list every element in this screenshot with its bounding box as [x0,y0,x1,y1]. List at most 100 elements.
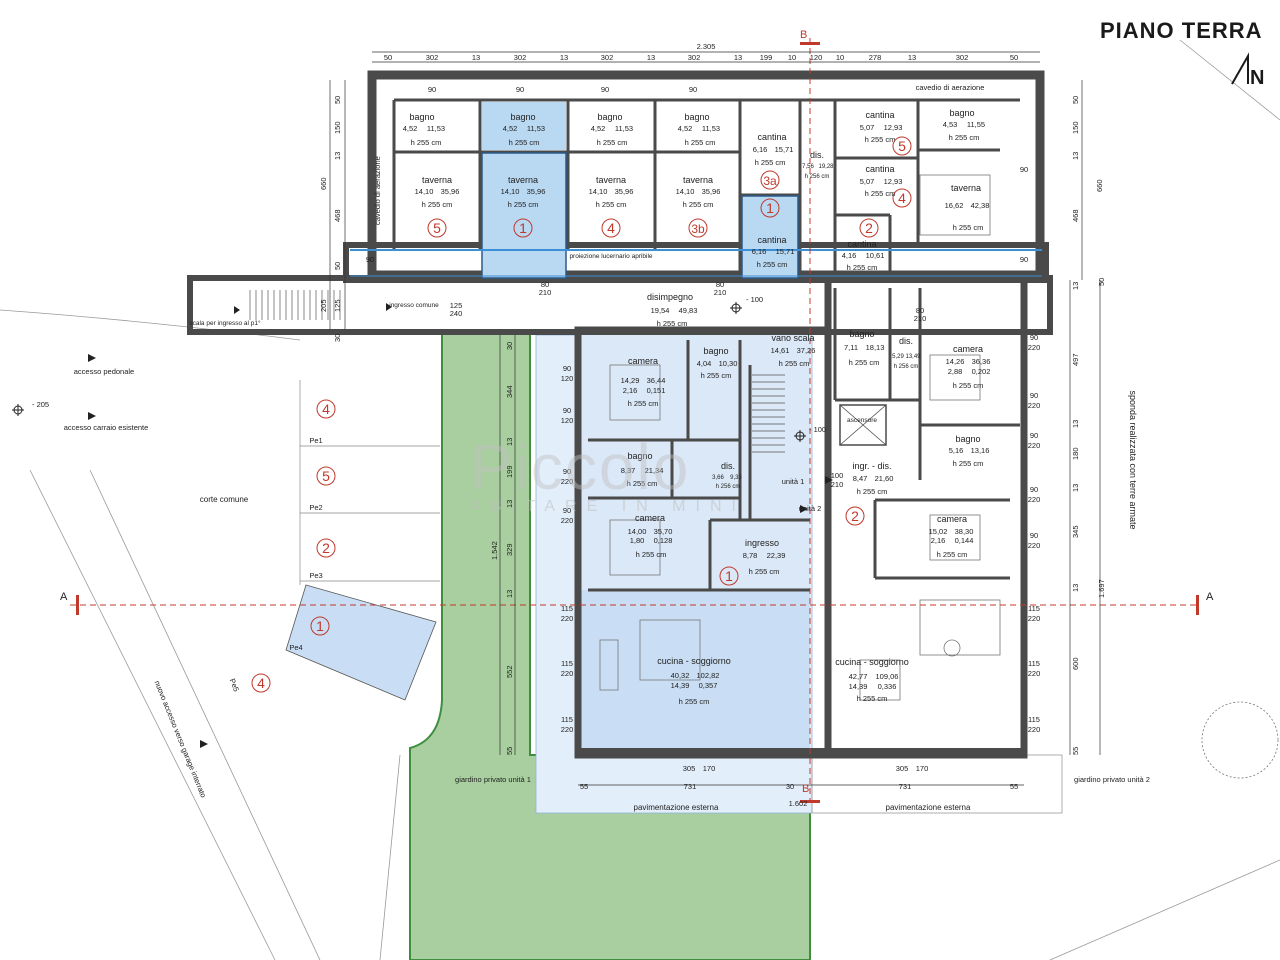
room-ingr-dis-u2-name: ingr. - dis. [852,461,891,471]
room-cantina-1-area: 6,16 [752,247,767,256]
door-dimension-label: 210 [914,314,927,323]
label-cavedio-top: cavedio di aerazione [916,83,985,92]
dim-top-12: 120 [810,53,823,62]
room-taverna-4-area: 14,10 [589,187,608,196]
room-taverna-1-name: taverna [508,175,538,185]
watermark-tagline: ABITARE IN MINI [470,498,746,515]
room-camera-u2a-name: camera [953,344,983,354]
dim-top-2: 302 [426,53,439,62]
room-taverna-5-name: taverna [422,175,452,185]
watermark-brand: Piccolo [470,431,691,503]
dim-right-660: 660 [1095,179,1104,192]
room-ingresso-u1-area: 8,78 [743,551,758,560]
unit-num-taverna-3b: 3b [691,222,705,236]
room-cantina-4-vol: 12,93 [884,177,903,186]
room-bagno-1-name: bagno [409,112,434,122]
room-bagno-u1b-name: bagno [627,451,652,461]
room-cantina-5-vol: 12,93 [884,123,903,132]
door-dimension-label: 220 [561,477,574,486]
door-dimension-label: 90 [516,85,524,94]
dim-top-4: 302 [514,53,527,62]
dim-right-497: 497 [1071,353,1080,366]
dim-right-13d: 13 [1071,484,1080,492]
room-dis-u1-h: h 256 cm [716,484,741,490]
label-level-100b: - 100 [809,425,826,434]
dim-bottom-overall: 1.602 [789,799,808,808]
highlight-cantina-1 [741,195,799,279]
room-bagno-4-name: bagno [684,112,709,122]
dim-bottom-edge-right: 55 [1010,782,1018,791]
door-dimension-label: 220 [1028,495,1041,504]
room-taverna-4-vol: 35,96 [615,187,634,196]
room-camera-u1a-vol: 36,44 [647,376,666,385]
room-bagno-5-h: h 255 cm [949,133,980,142]
door-dimension-label: 220 [561,669,574,678]
room-camera-u1a-h: h 255 cm [628,399,659,408]
door-dimension-label: 80 [916,306,924,315]
room-bagno-4-area: 4,52 [678,124,693,133]
dim-right-13e: 13 [1071,584,1080,592]
unit-num-parking-2: 2 [322,540,330,556]
room-cucina-u1-area: 40,32 [671,671,690,680]
label-corte: corte comune [200,495,249,504]
room-cantina-3a-vol: 15,71 [775,145,794,154]
room-camera-u1a-sub-a: 2,16 [623,386,638,395]
door-dimension-label: 100 [831,471,844,480]
room-camera-u1b-name: camera [635,513,665,523]
room-bagno-u2b-name: bagno [955,434,980,444]
room-camera-u2a-sub-b: 0,202 [972,367,991,376]
door-dimension-label: 115 [1028,659,1040,668]
dim-right-345: 345 [1071,525,1080,538]
label-ingresso-comune: ingresso comune [389,302,439,309]
room-dis-u1-name: dis. [721,461,735,471]
parking-unit1 [285,584,437,701]
door-dimension-label: 220 [1028,401,1041,410]
north-arrow-icon: N [1231,52,1264,89]
unit-num-cantina-2: 2 [865,220,873,236]
dim-mid-344: 344 [505,385,514,398]
door-labels: 90 90 90 90 90 90 90 90 120 90 120 90 22… [366,85,1040,773]
room-vano-scala-vol: 37,26 [797,346,816,355]
parking-pe1: Pe1 [309,436,322,445]
room-bagno-3-area: 4,52 [591,124,606,133]
room-cucina-u2-sub-a: 14,39 [849,682,868,691]
room-bagno-1-h: h 255 cm [411,138,442,147]
room-bagno-u1b-vol: 21,34 [645,466,664,475]
room-bagno-3-vol: 11,53 [615,124,633,133]
door-dimension-label: 120 [561,416,574,425]
room-taverna-1-vol: 35,96 [527,187,546,196]
room-ingresso-u1-vol: 22,39 [767,551,786,560]
room-cantina-5-name: cantina [865,110,894,120]
door-dimension-label: 90 [1030,391,1038,400]
room-camera-u2b-name: camera [937,514,967,524]
room-taverna-4-h: h 255 cm [596,200,627,209]
room-dis-top-h: h 256 cm [805,174,830,180]
parking-pe5: Pe5 [228,677,241,693]
dim-left-50b: 50 [333,262,342,270]
room-bagno-u2a-area: 7,11 [844,343,858,352]
door-dimension-label: 115 [561,604,573,613]
section-label-b-bottom: B [802,783,809,795]
label-giardino-u1: giardino privato unità 1 [455,775,531,784]
entry-arrow-icons [88,303,833,748]
dim-top-1: 50 [384,53,392,62]
door-dimension-label: 90 [428,85,436,94]
room-bagno-u1b-area: 8,37 [621,466,636,475]
furniture [599,174,1279,779]
room-taverna-3b-name: taverna [683,175,713,185]
room-bagno-4-vol: 11,53 [702,124,720,133]
door-dimension-label: 305 [683,764,696,773]
room-taverna-5-area: 14,10 [415,187,434,196]
dim-top-9: 13 [734,53,742,62]
label-accesso-carraio: accesso carraio esistente [64,423,149,432]
label-unita1: unità 1 [782,477,805,486]
room-camera-u2b-h: h 255 cm [937,550,968,559]
room-cantina-2-area: 4,16 [842,251,857,260]
dim-top-6: 302 [601,53,614,62]
room-cantina-4-area: 5,07 [860,177,875,186]
room-cantina-1-h: h 255 cm [757,260,788,269]
north-label: N [1250,67,1264,89]
room-dis-u2-area: 5,29 [892,354,904,360]
room-taverna-r-h: h 255 cm [953,223,984,232]
room-dis-u1-vol: 9,33 [730,475,742,481]
